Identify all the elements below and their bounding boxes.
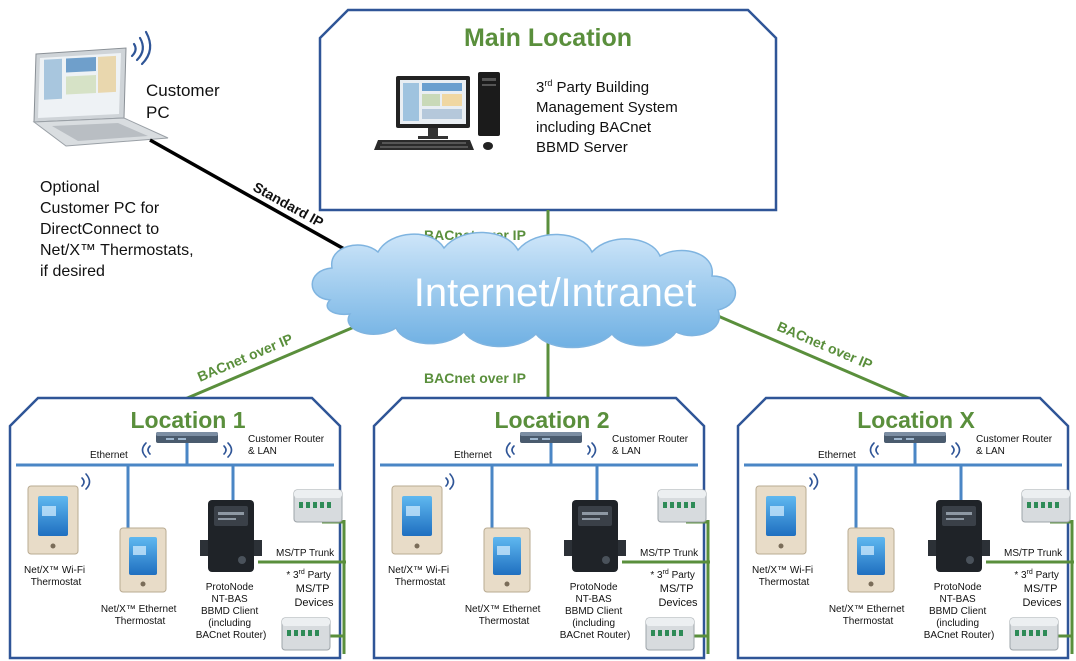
location-1-wifi-thermostat-signal-icon: [81, 473, 91, 490]
standard-ip-link: [149, 138, 379, 270]
customer-pc-note: Optional Customer PC for DirectConnect t…: [40, 179, 198, 280]
location-x-mstp-devices-label: * 3rd Party MS/TP Devices: [1014, 569, 1062, 609]
location-x-protonode-icon: [928, 500, 990, 572]
customer-pc: Customer PC Optional Customer PC for Dir…: [32, 30, 224, 280]
location-1-ethernet-thermostat-label: Net/X™ Ethernet Thermostat: [101, 604, 179, 627]
location-1-ethernet-thermostat: [119, 527, 167, 593]
location-1-mstp-trunk-label: MS/TP Trunk: [276, 548, 335, 559]
location-2-mstp-device-bottom: [645, 617, 695, 651]
location-1-title: Location 1: [130, 407, 245, 433]
laptop-icon: [32, 47, 169, 147]
main-location: Main Location 3rd Party Building Managem…: [318, 8, 778, 212]
location-1-protonode-icon: [200, 500, 262, 572]
location-x-wifi-thermostat-signal-icon: [809, 473, 819, 490]
location-1-wifi-thermostat-label: Net/X™ Wi-Fi Thermostat: [24, 565, 88, 588]
location-x-router-wifi-icon: [869, 442, 961, 458]
location-1-router-label: Customer Router & LAN: [248, 434, 327, 457]
location-x-title: Location X: [857, 407, 975, 433]
location-2-protonode-label: ProtoNode NT-BAS BBMD Client (including …: [560, 582, 631, 641]
wifi-signal-icon: [130, 30, 152, 66]
location-x: Location X Customer Router & LAN Etherne…: [736, 396, 1074, 660]
location-2: Location 2 Customer Router & LAN Etherne…: [372, 396, 710, 660]
internet-cloud: Internet/Intranet: [311, 231, 736, 349]
cloud-label: Internet/Intranet: [414, 271, 696, 315]
location-2-ethernet-label: Ethernet: [454, 450, 492, 461]
location-x-wifi-thermostat: [755, 485, 807, 555]
location-x-mstp-device-bottom: [1009, 617, 1059, 651]
location-1-router-wifi-icon: [141, 442, 233, 458]
location-1-ethernet-label: Ethernet: [90, 450, 128, 461]
locx-bacnet-link: [717, 314, 919, 404]
location-2-ethernet-thermostat: [483, 527, 531, 593]
location-x-box: [736, 396, 1070, 660]
cloud-shape: [311, 231, 736, 349]
location-x-router-icon: [884, 432, 946, 443]
location-1-mstp-device-bottom: [281, 617, 331, 651]
location-2-ethernet-thermostat-label: Net/X™ Ethernet Thermostat: [465, 604, 543, 627]
location-2-mstp-devices-label: * 3rd Party MS/TP Devices: [650, 569, 698, 609]
location-1-mstp-device-top: [293, 489, 343, 523]
customer-pc-label: Customer PC: [146, 81, 224, 122]
location-2-wifi-thermostat-label: Net/X™ Wi-Fi Thermostat: [388, 565, 452, 588]
location-2-wifi-thermostat: [391, 485, 443, 555]
location-x-ethernet-thermostat-label: Net/X™ Ethernet Thermostat: [829, 604, 907, 627]
location-2-router-icon: [520, 432, 582, 443]
location-1-router-icon: [156, 432, 218, 443]
main-location-box: [318, 8, 778, 212]
location-1-mstp-devices-label: * 3rd Party MS/TP Devices: [286, 569, 334, 609]
location-2-protonode-icon: [564, 500, 626, 572]
location-x-mstp-device-top: [1021, 489, 1071, 523]
location-1-wifi-thermostat: [27, 485, 79, 555]
location-x-protonode-label: ProtoNode NT-BAS BBMD Client (including …: [924, 582, 995, 641]
bms-label: 3rd Party Building Management System inc…: [536, 78, 682, 156]
location-x-mstp-trunk-label: MS/TP Trunk: [1004, 548, 1063, 559]
locations: Location 1 Customer Router & LAN Etherne…: [8, 396, 1074, 660]
location-1-protonode-label: ProtoNode NT-BAS BBMD Client (including …: [196, 582, 267, 641]
location-1: Location 1 Customer Router & LAN Etherne…: [8, 396, 346, 660]
location-2-router-wifi-icon: [505, 442, 597, 458]
location-x-router-label: Customer Router & LAN: [976, 434, 1055, 457]
main-location-title: Main Location: [464, 24, 632, 52]
location-2-box: [372, 396, 706, 660]
location-1-box: [8, 396, 342, 660]
location-2-title: Location 2: [494, 407, 609, 433]
location-x-ethernet-thermostat: [847, 527, 895, 593]
desktop-computer-icon: [374, 72, 500, 150]
loc1-bacnet-link: [177, 314, 381, 404]
location-2-wifi-thermostat-signal-icon: [445, 473, 455, 490]
location-2-mstp-trunk-label: MS/TP Trunk: [640, 548, 699, 559]
location-2-router-label: Customer Router & LAN: [612, 434, 691, 457]
loc2-bacnet-label: BACnet over IP: [424, 370, 526, 386]
location-x-wifi-thermostat-label: Net/X™ Wi-Fi Thermostat: [752, 565, 816, 588]
location-2-mstp-device-top: [657, 489, 707, 523]
location-x-ethernet-label: Ethernet: [818, 450, 856, 461]
